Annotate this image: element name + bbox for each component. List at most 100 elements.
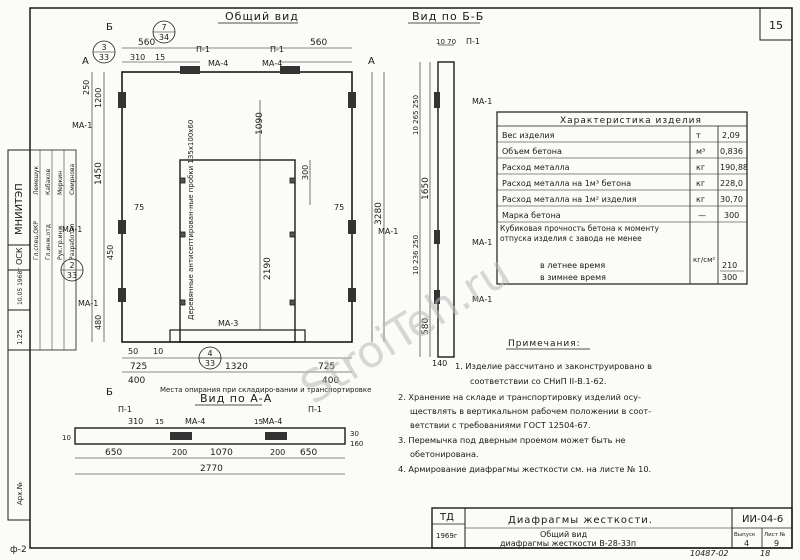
notes-title: Примечания:	[508, 339, 581, 349]
side-dim-10265: 10 265 250	[412, 95, 420, 135]
dim-1320: 1320	[225, 362, 248, 372]
stamp-dept: ОСК	[15, 247, 24, 265]
stamp-role-1: Гл.спец.ОКР	[33, 221, 40, 260]
lintel	[169, 329, 306, 343]
dim-400-left: 400	[128, 376, 145, 386]
note-line-4: ществлять в вертикальном рабочем положен…	[410, 406, 651, 416]
plate-top-1	[180, 66, 200, 74]
stamp-scale: 1:25	[16, 329, 24, 345]
door-opening	[179, 159, 296, 343]
note-line-7: обетонирована.	[410, 449, 479, 459]
panel-outline	[121, 71, 353, 343]
sheet-number: 15	[769, 19, 783, 32]
spec-table: Характеристика изделия Вес изделия т 2,0…	[496, 111, 748, 285]
spec-row-3-name: Расход металла	[502, 163, 570, 172]
label-ma4-left: МА-4	[208, 59, 228, 68]
callout-3-top: 2	[69, 261, 74, 270]
stamp-role-2: Гл.инж.отд	[45, 224, 52, 260]
bottom-plate-1	[170, 432, 192, 440]
callout-2-bottom: 34	[159, 33, 169, 42]
dim-1450: 1450	[94, 162, 104, 185]
dim-250: 250	[82, 80, 91, 95]
spec-strength-label: Кубиковая прочность бетона к моменту отп…	[500, 224, 659, 243]
plug-3	[179, 299, 186, 306]
plug-6	[289, 299, 296, 306]
spec-summer: в летнее время	[540, 261, 605, 270]
stamp-name-4: Смирнова	[69, 163, 76, 195]
note-line-8: 4. Армирование диафрагмы жесткости см. н…	[398, 464, 651, 474]
stamp-arch: Арх.№	[16, 482, 24, 505]
dim-300: 300	[301, 165, 310, 180]
side-label-p1: П-1	[466, 37, 480, 46]
bottom-dim-650-right: 650	[300, 448, 317, 458]
label-p1-right: П-1	[270, 45, 284, 54]
spec-row-4-unit: кг	[696, 179, 705, 188]
spec-row-2-value: 0,836	[720, 147, 743, 156]
spec-row-2-name: Объем бетона	[502, 147, 562, 156]
dim-10: 10	[153, 347, 163, 356]
side-label-ma1-2: МА-1	[472, 238, 492, 247]
spec-summer-value: 210	[722, 261, 737, 270]
spec-strength-unit: кг/см²	[693, 256, 715, 264]
main-view-title: Общий вид	[225, 10, 299, 23]
stamp-org: МНИИТЭП	[14, 183, 25, 235]
callout-4: 4 33	[198, 346, 222, 370]
dim-75-right: 75	[334, 203, 344, 212]
cut-a-left: А	[82, 56, 89, 67]
spec-title: Характеристика изделия	[560, 116, 702, 126]
note-line-1: 1. Изделие рассчитано и законструировано…	[455, 361, 652, 371]
spec-row-6-value: 300	[724, 211, 739, 220]
title-sheet-no: 9	[774, 539, 779, 548]
dim-50: 50	[128, 347, 138, 356]
bottom-dim-10: 10	[62, 434, 71, 442]
cut-a-right: А	[368, 56, 375, 67]
title-code: ИИ-04-6	[742, 514, 783, 525]
bottom-dim-15b: 15	[254, 418, 263, 426]
bottom-dim-160: 160	[350, 440, 363, 448]
notes: Примечания: 1. Изделие рассчитано и зако…	[398, 339, 652, 474]
label-ma1-4: МА-1	[378, 227, 398, 236]
support-label: Места опирания при складиро-вании и тран…	[160, 386, 371, 394]
left-stamp: МНИИТЭП ОСК 10.05 1968г 1:25 Арх.№ Гл.сп…	[7, 149, 77, 555]
callout-3: 2 33	[60, 258, 84, 282]
bottom-dim-30: 30	[350, 430, 359, 438]
bottom-label-ma4-left: МА-4	[185, 417, 205, 426]
bottom-view-title: Вид по А-А	[200, 392, 272, 405]
spec-row-4-value: 228,0	[720, 179, 743, 188]
side-label-ma1-3: МА-1	[472, 295, 492, 304]
stamp-role-4: Разработал	[69, 223, 76, 260]
callout-4-top: 4	[207, 349, 212, 358]
cut-b-top: Б	[106, 22, 113, 33]
label-ma1-2: МА-1	[62, 225, 82, 234]
dim-2190: 2190	[263, 257, 273, 280]
spec-row-1-unit: т	[696, 131, 701, 140]
spec-winter-value: 300	[722, 273, 737, 282]
plug-4	[289, 177, 296, 184]
side-dim-140: 140	[432, 359, 447, 368]
note-line-6: 3. Перемычка под дверным проемом может б…	[398, 435, 625, 445]
side-plate-2	[434, 230, 440, 244]
dim-560-right: 560	[310, 38, 327, 48]
bottom-section	[74, 427, 346, 445]
bottom-label-p1-left: П-1	[118, 405, 132, 414]
bottom-dim-650-left: 650	[105, 448, 122, 458]
label-ma3: МА-3	[218, 319, 238, 328]
side-dim-10236: 10 236 250	[412, 235, 420, 275]
dim-450: 450	[106, 245, 115, 260]
dim-560-left: 560	[138, 38, 155, 48]
callout-2: 7 34	[152, 20, 176, 44]
spec-strength-box: Кубиковая прочность бетона к моменту отп…	[500, 224, 659, 243]
main-view: Общий вид	[60, 10, 398, 398]
plate-left-3	[118, 288, 126, 302]
title-issue-no: 4	[744, 539, 749, 548]
callout-1-bottom: 33	[99, 53, 109, 62]
watermark: StroiTeh.ru	[292, 246, 519, 414]
bottom-plate-2	[265, 432, 287, 440]
bottom-dim-200-left: 200	[172, 448, 187, 457]
side-dim-top: 10 70	[436, 38, 456, 46]
plug-2	[179, 231, 186, 238]
bottom-label-p1-right: П-1	[308, 405, 322, 414]
dim-15: 15	[155, 53, 165, 62]
